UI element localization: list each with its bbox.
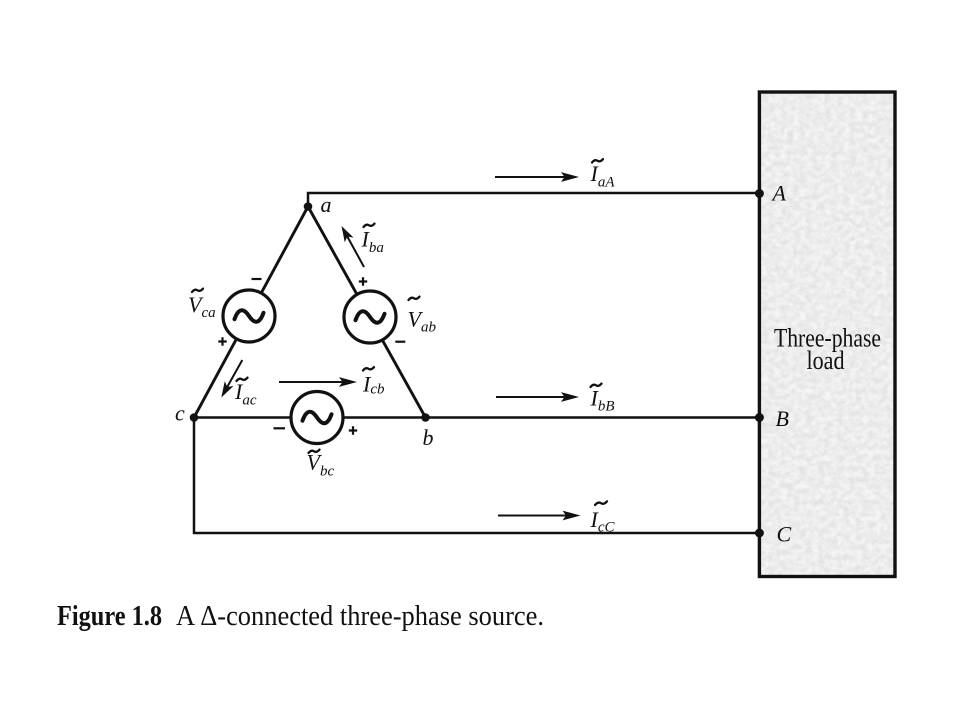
svg-text:b: b [423,425,434,450]
svg-text:Vca: Vca [188,292,216,321]
svg-text:C: C [777,522,792,547]
svg-text:IaA: IaA [590,161,616,191]
svg-text:Icb: Icb [362,372,385,398]
svg-text:load: load [807,346,845,375]
svg-text:Three-phase: Three-phase [774,324,881,353]
svg-text:a: a [321,192,332,217]
svg-text:c: c [175,401,185,426]
svg-text:IbB: IbB [590,386,615,415]
svg-text:Iac: Iac [234,379,257,409]
svg-text:Vbc: Vbc [307,450,335,480]
svg-text:Figure 1.8A Δ-connected three-: Figure 1.8A Δ-connected three-phase sour… [57,600,544,632]
svg-text:Vab: Vab [408,307,437,336]
svg-text:A: A [771,181,787,206]
svg-text:Iba: Iba [361,227,384,257]
svg-text:IcC: IcC [590,507,616,536]
svg-text:B: B [776,406,789,431]
